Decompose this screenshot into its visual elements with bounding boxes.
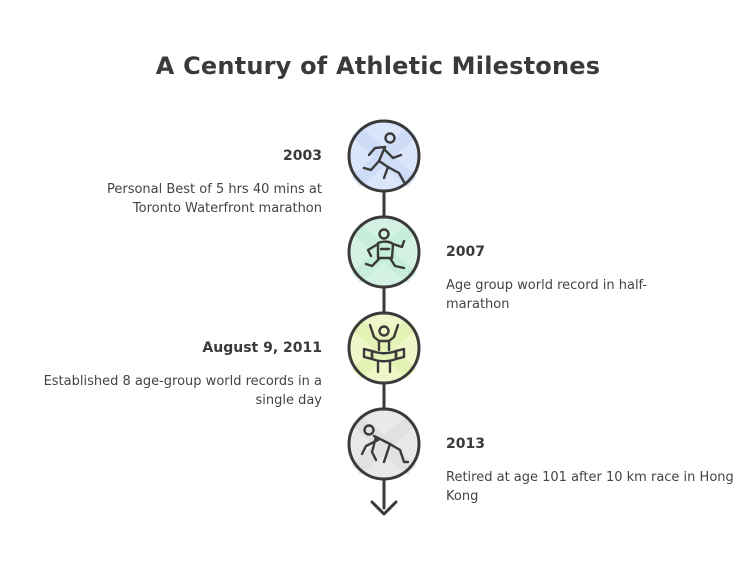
milestone-text-2003: Personal Best of 5 hrs 40 mins at Toront… [106,182,322,216]
milestone-node-2013 [347,407,421,481]
milestone-text-2011: Established 8 age-group world records in… [43,374,322,408]
finish-line-winner-icon [362,323,406,374]
milestone-node-2011 [347,311,421,385]
milestone-node-2007 [347,215,421,289]
runner-bib-icon [364,228,406,270]
diagram-title: A Century of Athletic Milestones [155,52,601,80]
milestone-date-2011: August 9, 2011 [202,340,322,356]
running-person-icon [362,132,406,184]
milestone-node-2003 [347,119,421,193]
milestone-date-2007: 2007 [446,244,485,260]
milestone-text-2013: Retired at age 101 after 10 km race in H… [446,470,734,504]
milestone-date-2013: 2013 [446,436,485,452]
milestone-text-2007: Age group world record in half-marathon [446,278,648,312]
sprint-start-icon [360,424,410,464]
timeline-arrowhead [370,500,398,516]
milestone-date-2003: 2003 [283,148,322,164]
